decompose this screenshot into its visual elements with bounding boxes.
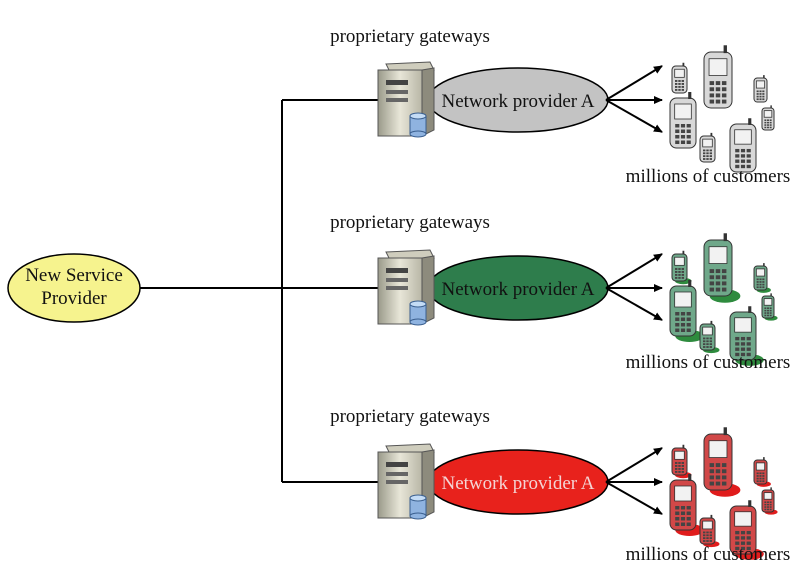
network-provider-label: Network provider A (441, 91, 594, 112)
arrow-down (605, 287, 663, 321)
database-icon (409, 112, 427, 138)
customers-phone-cluster (669, 427, 778, 560)
customers-label: millions of customers (626, 352, 791, 373)
mobile-phone-icon (669, 280, 704, 342)
mobile-phone-icon (753, 75, 768, 103)
mobile-phone-icon (761, 293, 778, 321)
server-icon (377, 443, 435, 519)
arrow-down (605, 481, 663, 515)
gateway-label: proprietary gateways (330, 406, 490, 427)
new-service-provider-label-line2: Provider (41, 288, 107, 309)
arrow-up (605, 253, 663, 289)
new-service-provider-node: New Service Provider (7, 253, 141, 323)
network-provider-label: Network provider A (441, 279, 594, 300)
customer-arrows (605, 65, 663, 133)
mobile-phone-icon (671, 250, 692, 285)
database-icon (409, 494, 427, 520)
mobile-phone-icon (699, 320, 720, 354)
mobile-phone-icon (703, 45, 733, 109)
customer-arrows (605, 253, 663, 321)
customers-phone-cluster (669, 233, 778, 366)
mobile-phone-icon (699, 514, 720, 548)
mobile-phone-icon (729, 118, 757, 173)
mobile-phone-icon (729, 500, 764, 560)
gateway-label: proprietary gateways (330, 26, 490, 47)
mobile-phone-icon (703, 427, 741, 497)
mobile-phone-icon (669, 474, 704, 536)
mobile-phone-icon (753, 457, 771, 487)
network-provider-label: Network provider A (441, 473, 594, 494)
arrow-up (605, 447, 663, 483)
customers-phone-cluster (669, 45, 775, 173)
mobile-phone-icon (671, 62, 688, 94)
mobile-phone-icon (761, 105, 775, 131)
connector-lines (140, 99, 380, 483)
mobile-phone-icon (699, 132, 716, 163)
mobile-phone-icon (703, 233, 741, 303)
new-service-provider-label-line1: New Service (25, 265, 123, 286)
mobile-phone-icon (753, 263, 771, 293)
mobile-phone-icon (669, 92, 697, 149)
new-service-provider-ellipse (7, 253, 141, 323)
arrow-down (605, 99, 663, 133)
customers-label: millions of customers (626, 166, 791, 187)
arrow-up (605, 65, 663, 101)
database-icon (409, 300, 427, 326)
customer-arrows (605, 447, 663, 515)
customers-label: millions of customers (626, 544, 791, 564)
mobile-phone-icon (729, 306, 764, 366)
mobile-phone-icon (671, 444, 692, 479)
mobile-phone-icon (761, 487, 778, 515)
gateway-label: proprietary gateways (330, 212, 490, 233)
